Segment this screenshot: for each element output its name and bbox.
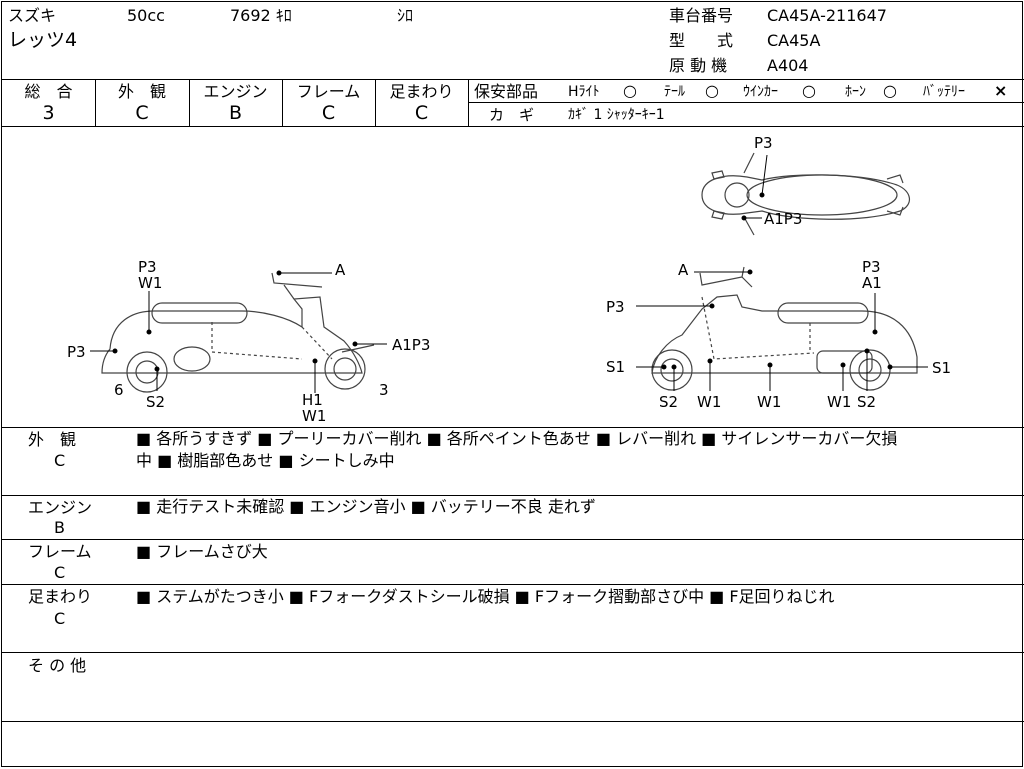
grade-suspension-label: 足まわり [389,82,454,101]
right-label-w1-c: W1 [827,393,851,411]
grade-frame-label: フレーム [296,82,361,101]
right-label-w1-a: W1 [697,393,721,411]
grade-exterior-value: C [135,102,149,124]
right-label-p3-left: P3 [606,298,625,316]
grade-frame-value: C [321,102,336,124]
safety-item-winker: ｳｲﾝｶｰ [743,84,778,100]
maker: スズキ [8,6,57,25]
damage-diagram: P3 A1P3 P3 W1 A P3 A1P3 6 S2 H1 W1 3 A P… [67,134,951,425]
type-label: 型 式 [669,31,734,50]
left-label-a: A [335,261,346,279]
note-suspension-line-1: ■ ステムがたつき小 ■ Fフォークダストシール破損 ■ Fフォーク摺動部さび中… [136,587,835,606]
grade-suspension-value: C [414,102,429,124]
divider [2,721,1024,722]
color: ｼﾛ [397,6,414,25]
left-label-w1-top: W1 [138,274,162,292]
right-label-a: A [678,261,689,279]
left-label-p3-top: P3 [138,258,157,276]
note-exterior-grade: C [54,451,66,470]
note-exterior-line-2: 中 ■ 樹脂部色あせ ■ シートしみ中 [136,451,395,470]
note-engine-grade: B [54,518,65,537]
right-label-a1: A1 [862,274,882,292]
safety-status-headlight: ○ [623,81,637,100]
right-label-s2-right: S2 [857,393,876,411]
divider [282,79,283,126]
note-engine-label: エンジン [28,498,93,517]
grade-engine-value: B [228,102,243,124]
divider [375,79,376,126]
right-label-p3-top: P3 [862,258,881,276]
chassis-label: 車台番号 [669,6,734,25]
note-suspension-label: 足まわり [28,587,93,606]
model-name: レッツ4 [8,29,78,51]
safety-item-battery: ﾊﾞｯﾃﾘｰ [923,84,965,100]
grade-total-label: 総 合 [24,82,73,101]
engine-label: 原 動 機 [669,56,728,75]
note-other-label: そ の 他 [28,656,87,675]
divider [2,126,1024,127]
grade-exterior-label: 外 観 [117,82,166,101]
divider [95,79,96,126]
top-label-a1p3: A1P3 [764,210,802,228]
note-frame-line-1: ■ フレームさび大 [136,542,268,561]
safety-status-winker: ○ [802,81,816,100]
safety-item-headlight: Hﾗｲﾄ [568,84,600,100]
divider [2,427,1024,428]
note-suspension-grade: C [54,609,66,628]
right-label-s1-left: S1 [606,358,625,376]
displacement: 50cc [127,6,165,25]
divider [2,495,1024,496]
safety-status-horn: ○ [883,81,897,100]
type-value: CA45A [767,31,821,50]
left-label-p3-left: P3 [67,343,86,361]
divider [2,584,1024,585]
divider [2,652,1024,653]
right-label-s1-right: S1 [932,359,951,377]
left-label-a1p3: A1P3 [392,336,430,354]
key-value: ｶｷﾞ 1 ｼｬｯﾀｰｷｰ1 [568,107,665,123]
safety-item-horn: ﾎｰﾝ [845,84,866,100]
left-label-3: 3 [379,381,389,399]
note-frame-label: フレーム [28,542,92,561]
note-engine-line-1: ■ 走行テスト未確認 ■ エンジン音小 ■ バッテリー不良 走れず [136,497,596,516]
divider [468,102,1024,103]
engine-value: A404 [767,56,809,75]
right-view-scooter [651,266,918,391]
grade-total-value: 3 [42,102,55,124]
divider [2,539,1024,540]
note-exterior-line-1: ■ 各所うすきず ■ プーリーカバー削れ ■ 各所ペイント色あせ ■ レバー削れ… [136,429,898,448]
safety-status-taillight: ○ [705,81,719,100]
left-label-w1-bottom: W1 [302,407,326,425]
chassis-value: CA45A-211647 [767,6,887,25]
grade-engine-label: エンジン [203,82,268,101]
safety-item-taillight: ﾃｰﾙ [664,84,685,100]
safety-status-battery: × [994,81,1008,100]
top-view-scooter [701,152,910,236]
note-exterior-label: 外 観 [28,430,77,449]
note-frame-grade: C [54,563,66,582]
divider [189,79,190,126]
left-view-scooter [101,272,375,393]
divider [2,79,1024,80]
mileage: 7692 ｷﾛ [230,6,292,25]
left-label-h1: H1 [302,391,323,409]
right-label-s2-left: S2 [659,393,678,411]
left-label-6: 6 [114,381,124,399]
safety-label: 保安部品 [474,82,539,101]
left-label-s2: S2 [146,393,165,411]
right-label-w1-b: W1 [757,393,781,411]
key-label: カ ギ [489,106,535,124]
top-label-p3: P3 [754,134,773,152]
